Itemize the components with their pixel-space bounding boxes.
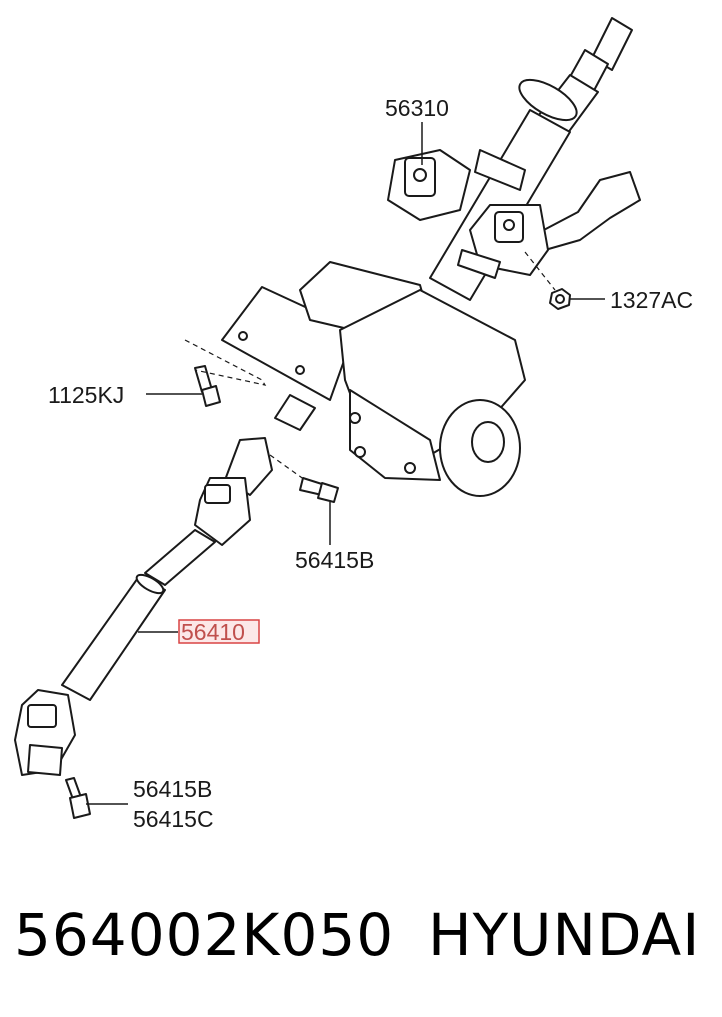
- callout-56415c[interactable]: 56415C: [133, 806, 214, 832]
- part-number: 564002K050: [14, 901, 395, 969]
- callout-1327ac[interactable]: 1327AC: [610, 287, 693, 313]
- callout-56410[interactable]: 56410: [181, 619, 245, 645]
- upper-universal-joint: [194, 437, 273, 546]
- guide-1327ac: [524, 251, 556, 291]
- callout-1125kj[interactable]: 1125KJ: [48, 382, 124, 408]
- callout-56415b-lower[interactable]: 56415B: [133, 776, 212, 802]
- highlight-box-56410: [178, 619, 260, 644]
- output-spline: [274, 394, 316, 431]
- footer: 564002K050 HYUNDAI: [0, 880, 722, 990]
- guide-1125kj: [184, 339, 267, 386]
- tilt-lever: [457, 171, 641, 279]
- callout-56415b-upper[interactable]: 56415B: [295, 547, 374, 573]
- intermediate-shaft: [61, 529, 216, 701]
- bolt-56415b-upper: [299, 477, 339, 503]
- steering-column-diagram: 56310 1327AC 1125KJ 56415B 56410 56415B …: [14, 17, 693, 832]
- upper-mounting-bracket: [387, 149, 526, 221]
- eps-motor-housing: [299, 261, 526, 497]
- callout-56310[interactable]: 56310: [385, 95, 449, 121]
- lower-universal-joint: [14, 689, 76, 776]
- bolt-1125kj: [194, 365, 221, 407]
- nut-1327ac: [549, 288, 571, 310]
- brand-name: HYUNDAI: [428, 901, 701, 969]
- guide-56415b-upper: [269, 454, 306, 481]
- bolt-56415bc-lower: [65, 777, 91, 819]
